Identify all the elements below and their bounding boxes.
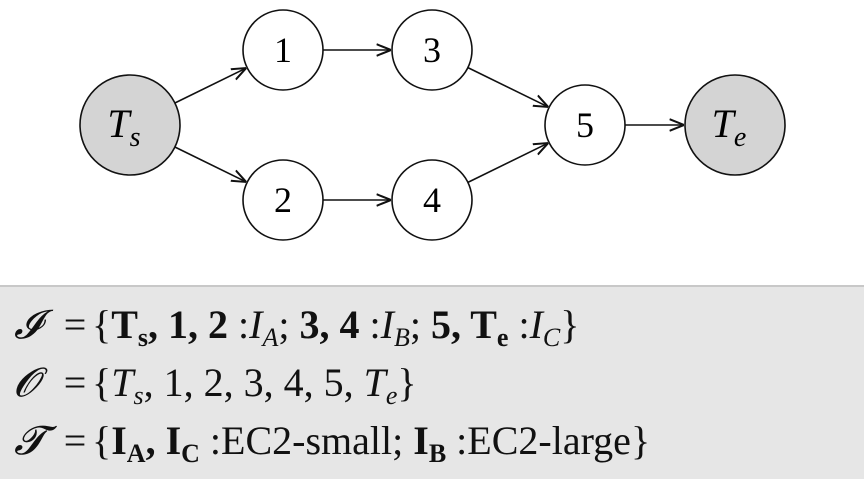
node-circle [242, 159, 324, 241]
node-4: 4 [391, 159, 473, 241]
node-2: 2 [242, 159, 324, 241]
order-set: 𝓞={Ts, 1, 2, 3, 4, 5, Te} [14, 360, 417, 410]
definitions-panel: 𝓘={Ts, 1, 2 :IA; 3, 4 :IB; 5, Te :IC} 𝓞=… [0, 285, 864, 479]
node-circle [544, 84, 626, 166]
node-1: 1 [242, 9, 324, 91]
types-set: 𝓣={IA, IC :EC2-small; IB :EC2-large} [14, 418, 651, 468]
edge-Ts-1 [174, 68, 246, 104]
node-circle [391, 159, 473, 241]
node-label: 5 [576, 105, 594, 145]
node-circle [242, 9, 324, 91]
workflow-graph: Ts 1 2 3 4 5 Te [79, 9, 786, 241]
node-label: 1 [274, 30, 292, 70]
node-label: 4 [423, 180, 441, 220]
set-symbol-T: 𝓣 [14, 418, 45, 464]
node-5: 5 [544, 84, 626, 166]
edge-Ts-2 [174, 146, 246, 182]
set-symbol-O: 𝓞 [14, 360, 40, 406]
node-3: 3 [391, 9, 473, 91]
node-circle [391, 9, 473, 91]
node-circle [684, 74, 786, 176]
node-circle [79, 74, 181, 176]
node-Te: Te [684, 74, 786, 176]
node-Ts: Ts [79, 74, 181, 176]
node-label: 2 [274, 180, 292, 220]
edge-3-5 [467, 66, 548, 107]
instances-set: 𝓘={Ts, 1, 2 :IA; 3, 4 :IB; 5, Te :IC} [14, 302, 580, 352]
edge-4-5 [467, 143, 548, 184]
set-symbol-I: 𝓘 [14, 302, 42, 348]
node-label: 3 [423, 30, 441, 70]
